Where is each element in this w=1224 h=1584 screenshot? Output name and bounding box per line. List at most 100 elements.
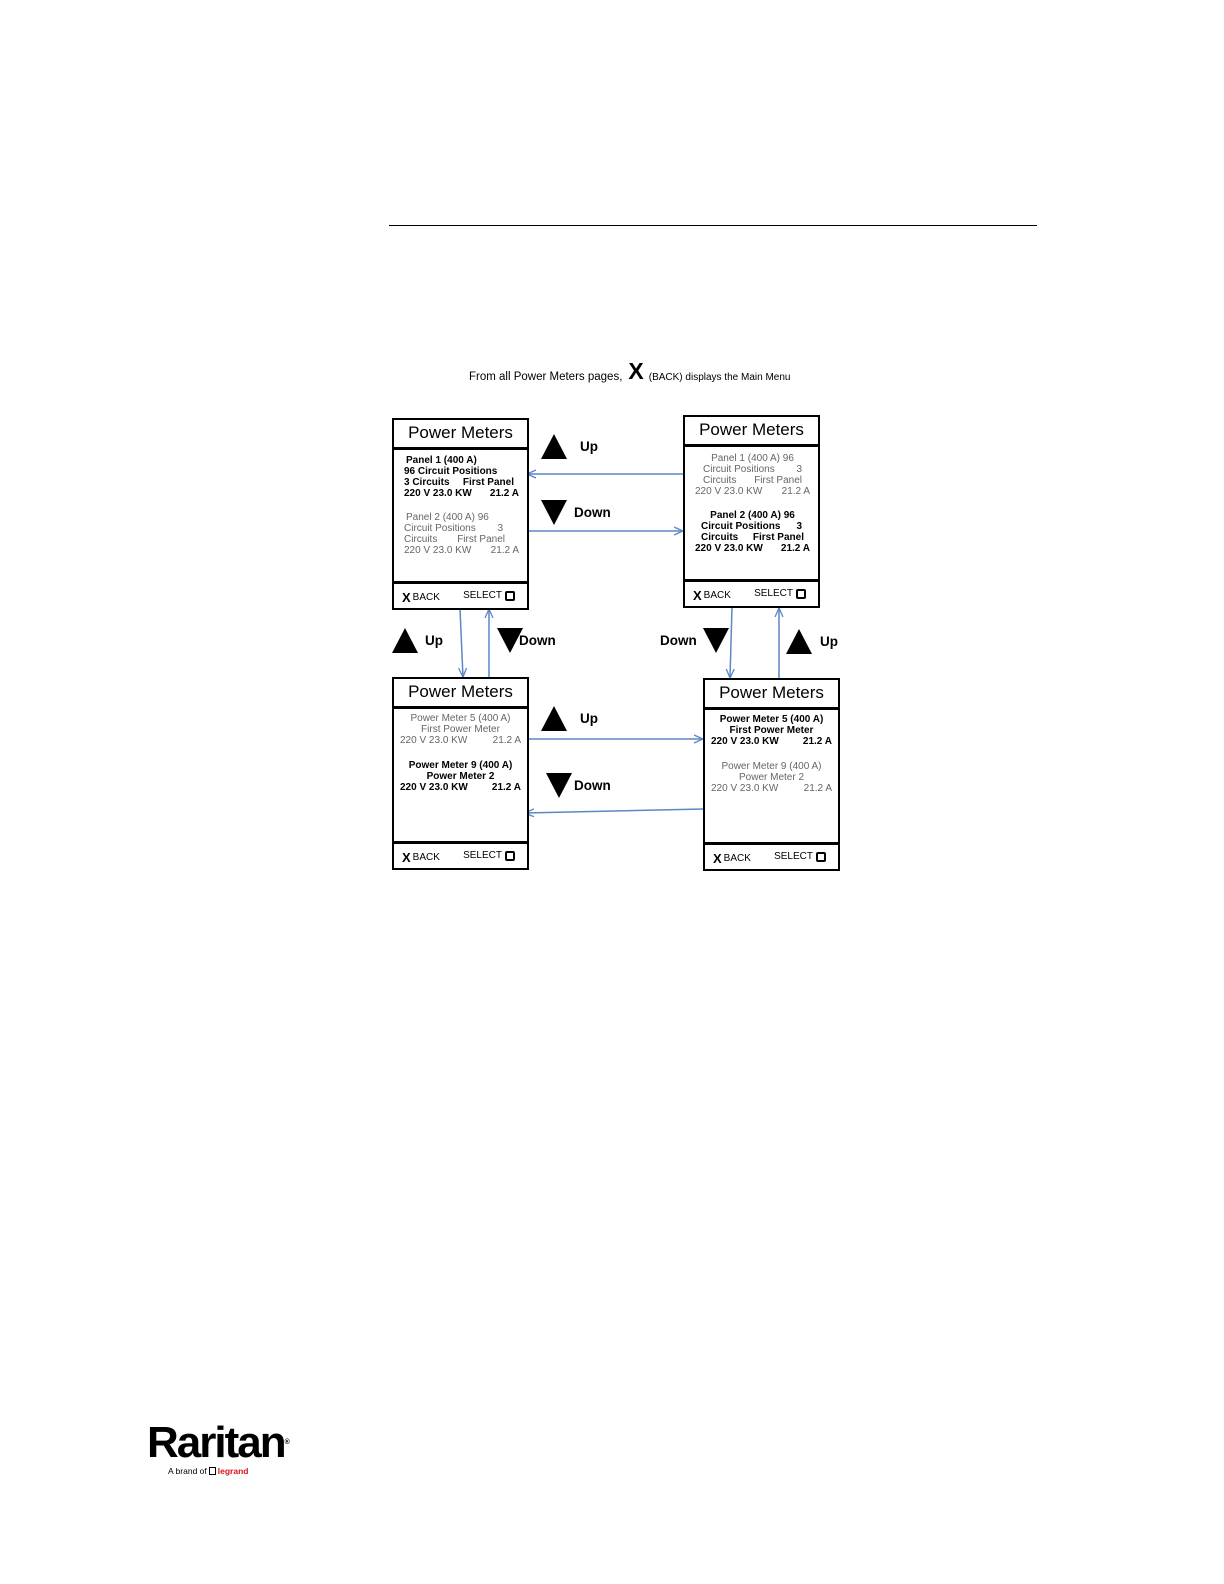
select-button: SELECT — [463, 590, 515, 601]
panel2-circuits: Circuits — [701, 532, 739, 543]
screen-title: Power Meters — [394, 679, 527, 709]
registered-mark: ® — [284, 1439, 290, 1446]
panel2-circuit-count: 3 — [497, 523, 503, 534]
panel2-block: Panel 2 (400 A) 96 Circuit Positions 3 Ci… — [404, 512, 519, 556]
screen-panel1-selected: Power Meters Panel 1 (400 A) 96 Circuit … — [392, 418, 529, 610]
panel2-label: First Panel — [752, 532, 804, 543]
logo-wordmark: Raritan — [147, 1418, 287, 1467]
panel1-label: First Panel — [462, 477, 514, 488]
panel2-current: 21.2 A — [490, 545, 519, 556]
panel2-circuits: Circuits — [404, 534, 438, 545]
down-triangle-icon — [541, 500, 567, 525]
panel2-voltage-power: 220 V 23.0 KW — [695, 543, 763, 554]
meter9-block: Power Meter 9 (400 A) Power Meter 2 220 … — [400, 760, 521, 793]
panel1-circuits: Circuits — [703, 475, 737, 486]
panel1-block: Panel 1 (400 A) 96 Circuit Positions 3 C… — [404, 455, 519, 499]
meter5-name: Power Meter 5 (400 A) — [410, 713, 511, 724]
down-triangle-icon — [497, 628, 523, 653]
up-triangle-icon — [786, 629, 812, 654]
x-icon: X — [693, 588, 702, 603]
meter9-block: Power Meter 9 (400 A) Power Meter 2 220 … — [711, 761, 832, 794]
panel2-circuit-count: 3 — [796, 521, 802, 532]
screen-title: Power Meters — [705, 680, 838, 710]
panel1-circuits: 3 Circuits — [404, 477, 450, 488]
x-back-icon: X — [628, 358, 644, 384]
panel2-label: First Panel — [457, 534, 505, 545]
meter9-voltage-power: 220 V 23.0 KW — [711, 783, 779, 794]
down-triangle-icon — [546, 773, 572, 798]
nav-up-left: Up — [392, 628, 443, 653]
arrow-tr-to-br — [730, 606, 732, 678]
meter5-name: Power Meter 5 (400 A) — [719, 714, 824, 725]
x-icon: X — [713, 851, 722, 866]
screen-meter5-selected: Power Meters Power Meter 5 (400 A) First… — [703, 678, 840, 871]
nav-down-bottom: Down — [546, 773, 611, 798]
nav-up-top: Up — [541, 434, 598, 459]
panel1-name: Panel 1 (400 A) 96 — [711, 453, 794, 464]
select-circle-icon — [505, 850, 515, 861]
nav-up-right: Up — [786, 629, 838, 654]
caption-prefix: From all Power Meters pages, — [469, 371, 623, 383]
meter5-label: First Power Meter — [729, 725, 814, 736]
meter9-name: Power Meter 9 (400 A) — [721, 761, 822, 772]
select-button: SELECT — [754, 588, 806, 599]
select-button: SELECT — [774, 851, 826, 862]
nav-down-left: Down — [497, 628, 556, 653]
panel2-name: Panel 2 (400 A) 96 — [406, 512, 489, 523]
meter9-label: Power Meter 2 — [426, 771, 495, 782]
meter5-block: Power Meter 5 (400 A) First Power Meter … — [711, 714, 832, 747]
meter9-voltage-power: 220 V 23.0 KW — [400, 782, 468, 793]
legrand-icon — [208, 1467, 216, 1475]
up-triangle-icon — [541, 434, 567, 459]
arrow-br-to-bl — [525, 809, 704, 813]
down-triangle-icon — [702, 628, 729, 653]
screen-title: Power Meters — [394, 420, 527, 450]
panel2-positions: Circuit Positions — [404, 523, 476, 534]
panel1-voltage-power: 220 V 23.0 KW — [404, 488, 472, 499]
up-triangle-icon — [392, 628, 418, 653]
x-icon: X — [402, 590, 411, 605]
meter9-label: Power Meter 2 — [738, 772, 805, 783]
meter9-current: 21.2 A — [491, 782, 521, 793]
header-rule — [389, 225, 1037, 226]
panel1-label: First Panel — [754, 475, 802, 486]
caption-suffix: (BACK) displays the Main Menu — [648, 372, 791, 383]
x-icon: X — [402, 850, 411, 865]
meter5-block: Power Meter 5 (400 A) First Power Meter … — [400, 713, 521, 746]
panel1-name: Panel 1 (400 A) — [406, 455, 477, 466]
nav-down-right: Down — [660, 628, 729, 653]
panel2-current: 21.2 A — [780, 543, 810, 554]
meter9-name: Power Meter 9 (400 A) — [408, 760, 513, 771]
panel2-positions: Circuit Positions — [701, 521, 781, 532]
meter5-voltage-power: 220 V 23.0 KW — [400, 735, 468, 746]
panel1-current: 21.2 A — [489, 488, 519, 499]
arrow-tl-to-bl — [460, 608, 463, 677]
screen-title: Power Meters — [685, 417, 818, 447]
diagram-caption: From all Power Meters pages, X (BACK) di… — [469, 355, 790, 383]
meter5-voltage-power: 220 V 23.0 KW — [711, 736, 779, 747]
meter9-current: 21.2 A — [803, 783, 832, 794]
panel1-positions: 96 Circuit Positions — [404, 466, 498, 477]
nav-up-bottom: Up — [541, 706, 598, 731]
meter5-current: 21.2 A — [802, 736, 832, 747]
screen-panel2-selected: Power Meters Panel 1 (400 A) 96 Circuit … — [683, 415, 820, 608]
up-triangle-icon — [541, 706, 567, 731]
select-circle-icon — [816, 851, 826, 862]
screen-meter9-selected: Power Meters Power Meter 5 (400 A) First… — [392, 677, 529, 870]
legrand-brand: legrand — [217, 1466, 249, 1476]
panel2-voltage-power: 220 V 23.0 KW — [404, 545, 472, 556]
meter5-current: 21.2 A — [492, 735, 521, 746]
panel1-current: 21.2 A — [781, 486, 810, 497]
nav-down-top: Down — [541, 500, 611, 525]
select-circle-icon — [505, 590, 515, 601]
panel1-positions: Circuit Positions — [703, 464, 775, 475]
